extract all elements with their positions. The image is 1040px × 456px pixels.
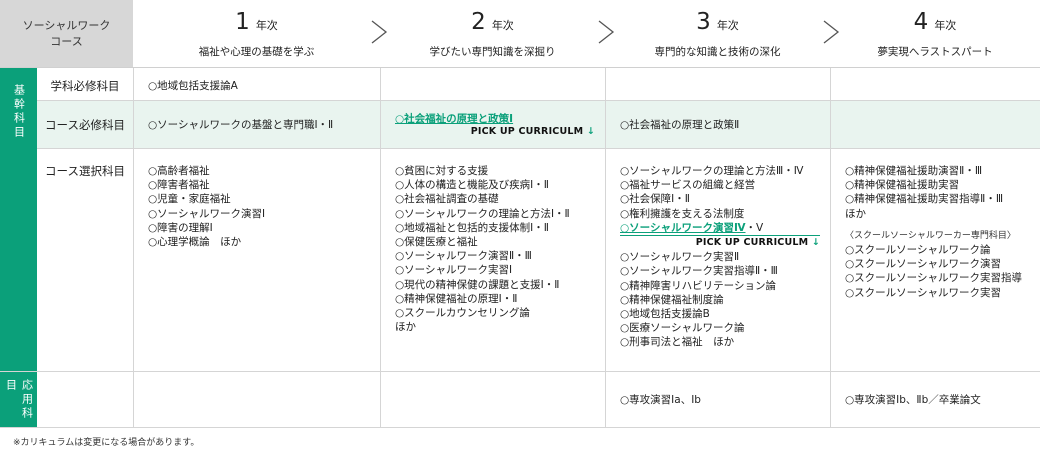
list-item: ○人体の構造と機能及び疾病Ⅰ・Ⅱ: [395, 179, 549, 192]
applied-y4: ○専攻演習Ⅰb、Ⅱb／卒業論文: [845, 394, 981, 406]
year-2-subtitle: 学びたい専門知識を深掘り: [429, 46, 556, 58]
pickup-course-suffix: ・Ⅴ: [745, 221, 764, 234]
list-item: ○社会福祉調査の基礎: [395, 193, 499, 206]
chevron-right-icon: [823, 20, 840, 44]
department-required-label: 学科必修科目: [50, 79, 120, 93]
course-elective-y2: ○貧困に対する支援 ○人体の構造と機能及び疾病Ⅰ・Ⅱ ○社会福祉調査の基礎 ○ソ…: [395, 164, 570, 334]
grid-divider: [0, 371, 1040, 372]
list-item: ○ソーシャルワークの理論と方法Ⅰ・Ⅱ: [395, 207, 570, 220]
curriculum-table: ソーシャルワーク コース 1 年次 福祉や心理の基礎を学ぶ 2 年次 学びたい専門知…: [0, 0, 1040, 428]
list-item: ○精神保健福祉援助実習指導Ⅱ・Ⅲ: [845, 193, 1004, 206]
list-item: ○貧困に対する支援: [395, 165, 489, 177]
pickup-underline: [620, 235, 820, 237]
list-item: ○社会保障Ⅰ・Ⅱ: [620, 193, 690, 206]
course-name-cell: ソーシャルワーク コース: [0, 0, 133, 67]
grid-divider: [0, 427, 1040, 428]
year-1-header: 1 年次 福祉や心理の基礎を学ぶ: [133, 0, 380, 67]
list-item: ○スクールソーシャルワーク実習: [845, 286, 1001, 299]
list-item: ○保健医療と福祉: [395, 236, 478, 249]
list-item: ○権利擁護を支える法制度: [620, 207, 745, 220]
list-item: ○児童・家庭福祉: [148, 193, 231, 206]
list-item: ○ソーシャルワーク演習Ⅱ・Ⅲ: [395, 250, 532, 263]
course-elective-y3: ○ソーシャルワークの理論と方法Ⅲ・Ⅳ ○福祉サービスの組織と経営 ○社会保障Ⅰ・…: [620, 164, 820, 350]
year-1-number: 1: [235, 9, 250, 35]
list-item: ○ソーシャルワークの理論と方法Ⅲ・Ⅳ: [620, 165, 804, 177]
course-required-label: コース必修科目: [45, 118, 125, 132]
list-item: ○刑事司法と福祉 ほか: [620, 336, 735, 349]
year-4-number: 4: [913, 9, 929, 35]
year-2-header: 2 年次 学びたい専門知識を深掘り: [380, 0, 605, 67]
subsection-heading: 〈スクールソーシャルワーカー専門科目〉: [845, 230, 1016, 241]
arrow-down-icon: ↓: [586, 126, 595, 138]
year-3-header: 3 年次 専門的な知識と技術の深化: [605, 0, 830, 67]
course-name-line1: ソーシャルワーク: [22, 18, 111, 32]
footnote: ※カリキュラムは変更になる場合があります。: [13, 438, 200, 448]
pickup-course-link[interactable]: ○ソーシャルワーク演習Ⅳ: [620, 221, 746, 234]
chevron-right-icon: [371, 20, 388, 44]
year-2-number: 2: [471, 9, 486, 35]
list-item: ○精神保健福祉の原理Ⅰ・Ⅱ: [395, 292, 518, 305]
list-item: ○ソーシャルワーク演習Ⅰ: [148, 207, 266, 220]
list-item: ○ソーシャルワーク実習Ⅱ: [620, 251, 740, 264]
header-row: ソーシャルワーク コース 1 年次 福祉や心理の基礎を学ぶ 2 年次 学びたい専門知…: [0, 0, 1040, 68]
pickup-course-link[interactable]: ○社会福祉の原理と政策Ⅰ: [395, 113, 514, 125]
applied-y3: ○専攻演習Ⅰa、Ⅰb: [620, 394, 701, 406]
year-4-unit: 年次: [934, 19, 957, 32]
list-item: ○スクールソーシャルワーク演習: [845, 258, 1001, 271]
list-item: ○ソーシャルワーク実習Ⅰ: [395, 264, 513, 277]
list-item: ○ソーシャルワーク実習指導Ⅱ・Ⅲ: [620, 265, 778, 278]
pickup-label: PICK UP CURRICULM ↓: [695, 237, 820, 249]
year-4-subtitle: 夢実現へラストスパート: [877, 46, 993, 58]
list-item: ○高齢者福祉: [148, 165, 210, 177]
grid-divider: [605, 68, 606, 428]
list-item: ○地域包括支援論B: [620, 308, 710, 321]
chevron-right-icon: [598, 20, 615, 44]
course-required-y3: ○社会福祉の原理と政策Ⅱ: [620, 119, 740, 131]
course-required-row-bg: [0, 100, 1040, 148]
course-name-line2: コース: [50, 34, 83, 48]
list-item: ○障害者福祉: [148, 179, 210, 192]
list-item: ○精神保健福祉援助演習Ⅱ・Ⅲ: [845, 165, 983, 177]
year-2-unit: 年次: [491, 19, 514, 32]
year-1-unit: 年次: [255, 19, 278, 32]
list-item: ほか: [845, 207, 866, 220]
list-item: ○精神障害リハビリテーション論: [620, 279, 776, 292]
course-elective-y4: ○精神保健福祉援助演習Ⅱ・Ⅲ ○精神保健福祉援助実習 ○精神保健福祉援助実習指導…: [845, 164, 1022, 300]
year-1-subtitle: 福祉や心理の基礎を学ぶ: [198, 46, 315, 58]
grid-divider: [133, 68, 134, 428]
year-3-number: 3: [696, 9, 711, 35]
list-item: ○地域福祉と包括的支援体制Ⅰ・Ⅱ: [395, 221, 549, 234]
list-item: ○福祉サービスの組織と経営: [620, 179, 756, 192]
list-item: ○現代の精神保健の課題と支援Ⅰ・Ⅱ: [395, 278, 560, 291]
list-item: ○心理学概論 ほか: [148, 236, 242, 249]
year-3-unit: 年次: [716, 19, 739, 32]
year-3-subtitle: 専門的な知識と技術の深化: [654, 46, 781, 58]
arrow-down-icon: ↓: [811, 237, 820, 249]
grid-divider: [830, 68, 831, 428]
grid-divider: [380, 68, 381, 428]
list-item: ○精神保健福祉援助実習: [845, 179, 960, 192]
department-required-y1: ○地域包括支援論A: [148, 79, 238, 93]
pickup-item: ○ソーシャルワーク演習Ⅳ・Ⅴ: [620, 221, 820, 235]
list-item: ○障害の理解Ⅰ: [148, 221, 213, 234]
applied-subjects-band: 応用科目: [0, 371, 37, 428]
course-elective-label: コース選択科目: [45, 164, 125, 178]
list-item: ○スクールソーシャルワーク論: [845, 244, 991, 257]
pickup-label: PICK UP CURRICULM ↓: [470, 126, 595, 138]
course-required-y2: ○社会福祉の原理と政策Ⅰ PICK UP CURRICULM ↓: [395, 112, 595, 139]
list-item: ○精神保健福祉制度論: [620, 293, 724, 306]
list-item: ○地域包括支援論A: [148, 80, 238, 92]
year-4-header: 4 年次 夢実現へラストスパート: [830, 0, 1040, 67]
grid-divider: [37, 100, 1040, 101]
list-item: ほか: [395, 321, 416, 334]
course-elective-y1: ○高齢者福祉 ○障害者福祉 ○児童・家庭福祉 ○ソーシャルワーク演習Ⅰ ○障害の…: [148, 164, 265, 249]
list-item: ○スクールカウンセリング論: [395, 307, 530, 320]
list-item: ○スクールソーシャルワーク実習指導: [845, 272, 1022, 285]
applied-subjects-label: 応用科目: [4, 379, 34, 421]
core-subjects-label: 基幹科目: [12, 84, 26, 140]
core-subjects-band: 基幹科目: [0, 68, 37, 371]
list-item: ○医療ソーシャルワーク論: [620, 322, 745, 335]
grid-divider: [37, 148, 1040, 149]
course-required-y1: ○ソーシャルワークの基盤と専門職Ⅰ・Ⅱ: [148, 119, 334, 131]
